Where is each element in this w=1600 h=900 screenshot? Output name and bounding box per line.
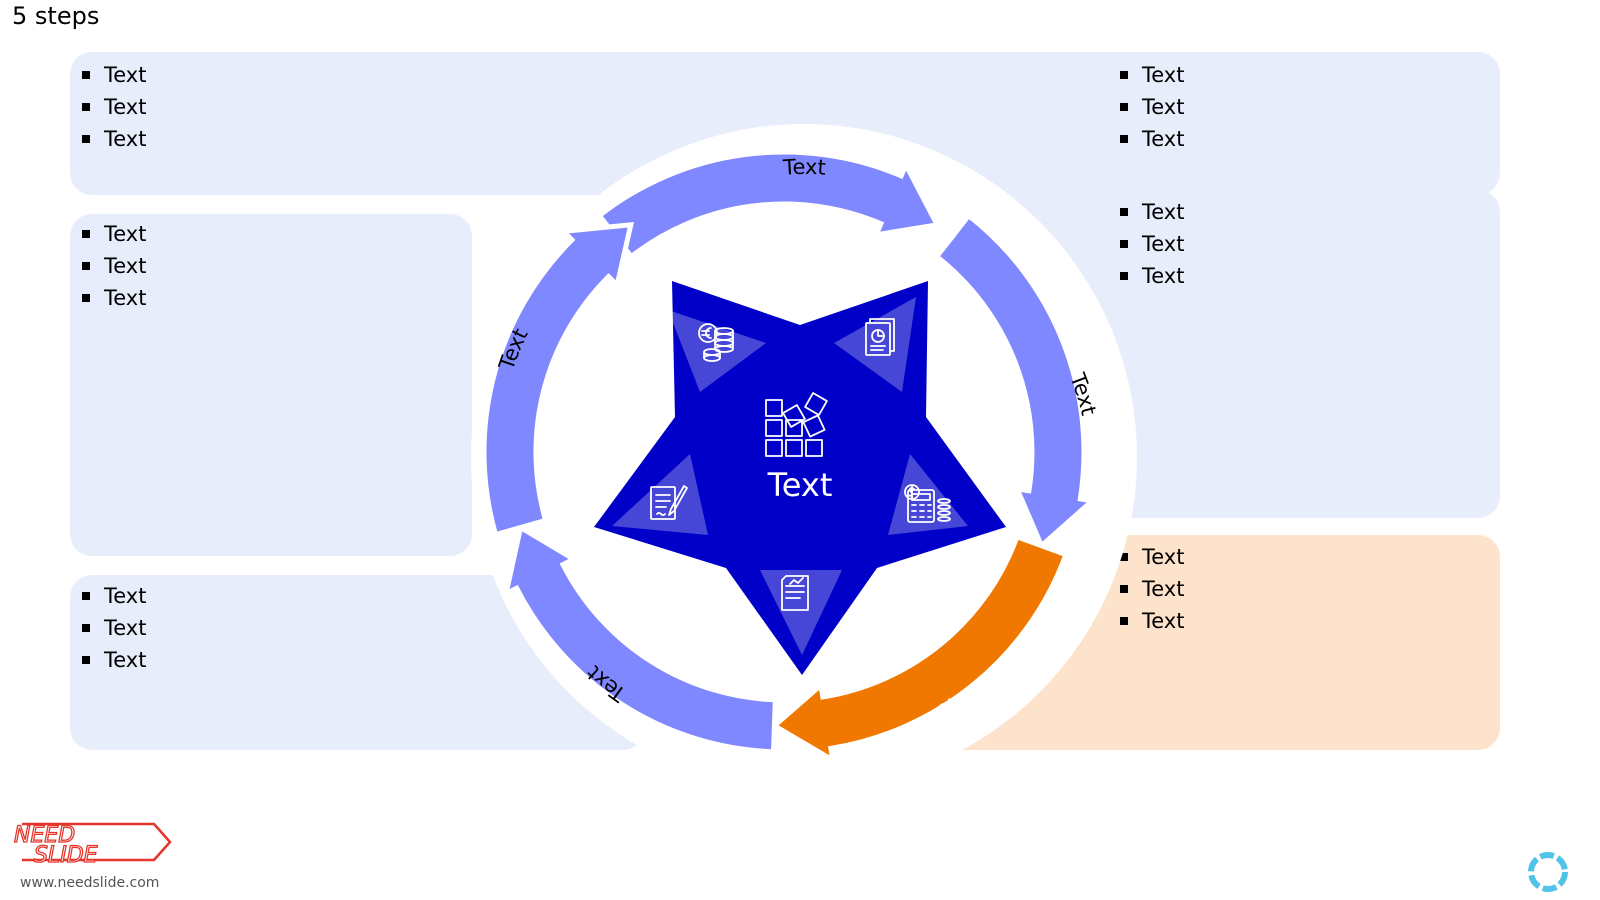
needslide-logo: NEED SLIDE — [13, 822, 172, 869]
bullet-item: Text — [1120, 541, 1184, 573]
arrow-label-1: Text — [782, 155, 827, 180]
bullet-item: Text — [82, 250, 146, 282]
bullet-item: Text — [82, 644, 146, 676]
star-point-highlight — [760, 570, 842, 655]
cycle-arrow-1 — [595, 149, 942, 261]
bullets-bottom-left: Text Text Text — [82, 580, 146, 676]
document-report-icon — [865, 318, 895, 356]
bullets-top-right: Text Text Text — [1120, 59, 1184, 155]
cycle-arrow-2 — [933, 212, 1098, 550]
cycle-badge-icon — [1528, 852, 1568, 892]
bullet-item: Text — [82, 123, 146, 155]
logo-text-bottom: SLIDE — [34, 843, 98, 868]
bullet-item: Text — [1120, 59, 1184, 91]
panel-mid-left — [70, 214, 472, 556]
chart-document-icon — [781, 575, 809, 611]
star-point-highlight — [834, 297, 916, 392]
signed-contract-icon — [650, 485, 688, 520]
bullet-item: Text — [82, 91, 146, 123]
cycle-arrow-3 — [770, 533, 1070, 766]
blocks-icon — [765, 392, 828, 457]
logo-text-top: NEED — [14, 823, 75, 848]
bullet-item: Text — [82, 218, 146, 250]
bullet-item: Text — [1120, 260, 1184, 292]
page-number-badge: 11 — [1528, 852, 1568, 892]
cycle-arrow-5 — [481, 221, 635, 538]
euro-coins-icon — [698, 323, 734, 362]
bullet-item: Text — [1120, 91, 1184, 123]
bullet-item: Text — [82, 282, 146, 314]
bullet-item: Text — [1120, 123, 1184, 155]
bullet-item: Text — [82, 612, 146, 644]
cycle-arrow-4 — [502, 523, 778, 755]
bullet-item: Text — [1120, 605, 1184, 637]
bullet-item: Text — [82, 59, 146, 91]
bullets-top-left: Text Text Text — [82, 59, 146, 155]
bullets-mid-right: Text Text Text — [1120, 196, 1184, 292]
bullet-item: Text — [82, 580, 146, 612]
bullet-item: Text — [1120, 228, 1184, 260]
bullets-bottom-right: Text Text Text — [1120, 541, 1184, 637]
bullet-item: Text — [1120, 573, 1184, 605]
page-number: 11 — [1539, 866, 1557, 881]
cycle-arrows — [481, 149, 1098, 766]
bullet-item: Text — [1120, 196, 1184, 228]
bullets-mid-left: Text Text Text — [82, 218, 146, 314]
calculator-coins-icon — [904, 484, 951, 523]
center-label: Text — [767, 466, 833, 504]
website-url: www.needslide.com — [20, 875, 160, 891]
page-title: 5 steps — [12, 2, 100, 30]
center-star — [594, 281, 1006, 675]
